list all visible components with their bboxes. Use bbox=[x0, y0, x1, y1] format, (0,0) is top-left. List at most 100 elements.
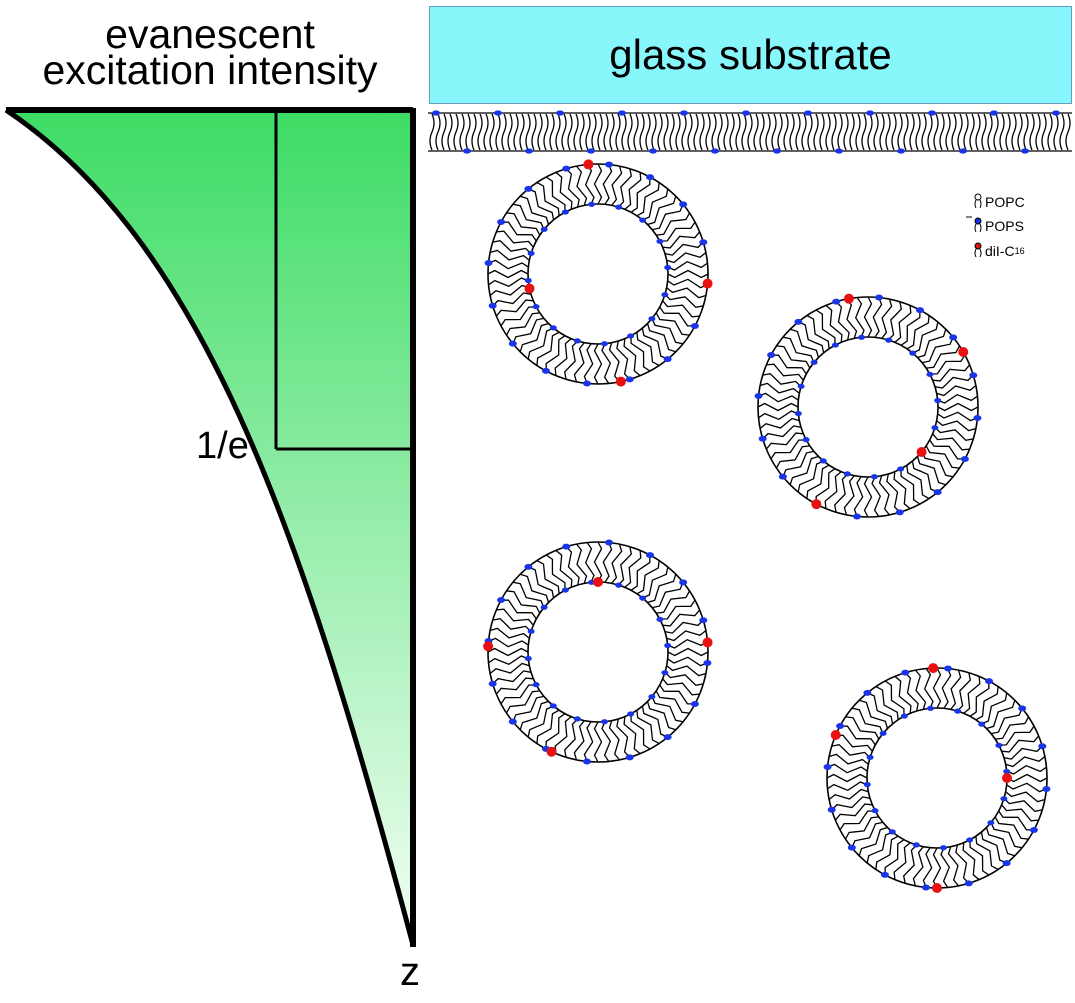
pops-headgroup bbox=[656, 238, 664, 244]
bilayer-lipid bbox=[807, 113, 813, 151]
bilayer-lipid bbox=[951, 113, 957, 151]
bilayer-lipid bbox=[861, 113, 867, 151]
lipid-pops-icon bbox=[966, 216, 982, 233]
pops-headgroup bbox=[926, 371, 934, 377]
pops-headgroup bbox=[794, 318, 803, 325]
pops-headgroup bbox=[549, 703, 557, 709]
pops-headgroup bbox=[524, 655, 532, 662]
pops-headgroup bbox=[847, 844, 856, 851]
bilayer-lipid bbox=[711, 113, 717, 151]
bilayer-lipid bbox=[843, 113, 849, 151]
pops-headgroup bbox=[627, 333, 635, 339]
pops-headgroup bbox=[679, 201, 688, 208]
pops-headgroup bbox=[895, 509, 904, 516]
pops-headgroup bbox=[627, 711, 635, 717]
bilayer-lipid bbox=[795, 113, 801, 151]
pops-headgroup bbox=[835, 148, 843, 154]
bilayer-lipid bbox=[969, 113, 975, 151]
pops-headgroup bbox=[540, 604, 548, 610]
pops-headgroup bbox=[794, 410, 802, 417]
pops-headgroup bbox=[699, 239, 708, 246]
pops-headgroup bbox=[663, 356, 672, 363]
pops-headgroup bbox=[699, 617, 708, 624]
pops-headgroup bbox=[879, 730, 887, 736]
bilayer-lipid bbox=[789, 113, 795, 151]
bilayer-lipid bbox=[561, 113, 567, 151]
pops-headgroup bbox=[615, 582, 623, 588]
pops-headgroup bbox=[973, 414, 982, 421]
bilayer-lipid bbox=[771, 113, 777, 151]
pops-headgroup bbox=[561, 209, 569, 215]
pops-headgroup bbox=[853, 513, 862, 520]
bilayer-lipid bbox=[921, 113, 927, 151]
legend-item-popc-label: POPC bbox=[985, 194, 1025, 210]
pops-headgroup bbox=[463, 148, 471, 154]
bilayer-lipid bbox=[609, 113, 615, 151]
glass-substrate-label: glass substrate bbox=[609, 31, 892, 78]
pops-headgroup bbox=[987, 820, 995, 826]
pops-headgroup bbox=[587, 148, 595, 154]
pops-headgroup bbox=[995, 742, 1003, 748]
pops-headgroup bbox=[916, 307, 925, 314]
pops-headgroup bbox=[604, 539, 613, 546]
pops-headgroup bbox=[823, 764, 832, 771]
pops-headgroup bbox=[943, 665, 952, 672]
z-axis-label: z bbox=[400, 950, 420, 994]
dii-dye bbox=[524, 283, 535, 294]
bilayer-lipid bbox=[615, 113, 621, 151]
pops-headgroup bbox=[897, 466, 905, 472]
pops-headgroup bbox=[532, 682, 540, 688]
pops-headgroup bbox=[922, 884, 931, 891]
intensity-decay-curve bbox=[4, 107, 416, 946]
dii-dye bbox=[615, 376, 626, 387]
pops-headgroup bbox=[858, 334, 866, 340]
pops-headgroup bbox=[711, 148, 719, 154]
bilayer-lipid bbox=[555, 113, 561, 151]
pops-headgroup bbox=[646, 552, 655, 559]
pops-headgroup bbox=[931, 425, 939, 431]
bilayer-lipid bbox=[435, 113, 441, 151]
pops-headgroup bbox=[863, 781, 871, 788]
dii-dye bbox=[830, 730, 841, 741]
bilayer-lipid bbox=[855, 113, 861, 151]
pops-headgroup bbox=[497, 218, 506, 225]
pops-headgroup bbox=[990, 110, 998, 116]
pops-headgroup bbox=[588, 201, 596, 207]
bilayer-lipid bbox=[1023, 113, 1029, 151]
bilayer-lipid bbox=[1017, 113, 1023, 151]
pops-headgroup bbox=[939, 845, 947, 851]
dii-dye bbox=[583, 159, 594, 170]
bilayer-lipid bbox=[987, 113, 993, 151]
bilayer-lipid bbox=[495, 113, 501, 151]
pops-headgroup bbox=[600, 341, 608, 347]
bilayer-lipid bbox=[1065, 113, 1071, 151]
pops-headgroup bbox=[494, 110, 502, 116]
lipid-popc-icon bbox=[974, 193, 982, 209]
vesicles bbox=[483, 159, 1051, 893]
pops-headgroup bbox=[663, 734, 672, 741]
pops-headgroup bbox=[615, 204, 623, 210]
pops-headgroup bbox=[870, 474, 878, 480]
bilayer-lipid bbox=[1035, 113, 1041, 151]
vesicle-4 bbox=[823, 663, 1051, 893]
pops-headgroup bbox=[524, 277, 532, 284]
bilayer-lipid bbox=[699, 113, 705, 151]
bilayer-lipid bbox=[525, 113, 531, 151]
bilayer-lipid bbox=[849, 113, 855, 151]
bilayer-lipid bbox=[507, 113, 513, 151]
bilayer-lipid bbox=[573, 113, 579, 151]
pops-headgroup bbox=[1052, 110, 1060, 116]
pops-headgroup bbox=[758, 435, 767, 442]
pops-headgroup bbox=[866, 754, 874, 760]
bilayer-lipid bbox=[813, 113, 819, 151]
bilayer-lipid bbox=[777, 113, 783, 151]
bilayer-lipid bbox=[909, 113, 915, 151]
bilayer-lipid bbox=[963, 113, 969, 151]
pops-headgroup bbox=[648, 316, 656, 322]
pops-headgroup bbox=[527, 250, 535, 256]
pops-headgroup bbox=[843, 471, 851, 477]
pops-headgroup bbox=[866, 110, 874, 116]
pops-headgroup bbox=[690, 701, 699, 708]
bilayer-lipid bbox=[531, 113, 537, 151]
dii-dye bbox=[702, 278, 713, 289]
